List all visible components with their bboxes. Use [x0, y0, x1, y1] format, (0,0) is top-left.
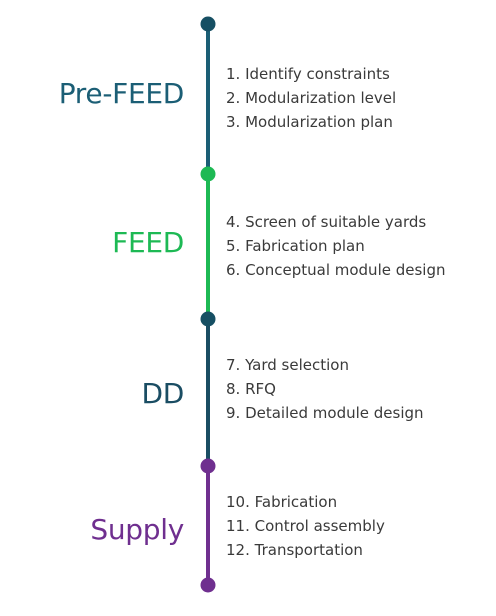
step-item: 3. Modularization plan: [226, 113, 393, 131]
step-list-pre-feed: 1. Identify constraints 2. Modularizatio…: [226, 62, 396, 134]
step-item: 12. Transportation: [226, 541, 363, 559]
step-item: 9. Detailed module design: [226, 404, 424, 422]
timeline-node-feed: [200, 166, 216, 182]
step-item: 10. Fabrication: [226, 493, 338, 511]
step-item: 1. Identify constraints: [226, 65, 390, 83]
timeline-node-dd: [200, 311, 216, 327]
step-item: 6. Conceptual module design: [226, 261, 446, 279]
step-list-feed: 4. Screen of suitable yards 5. Fabricati…: [226, 210, 446, 282]
step-item: 8. RFQ: [226, 380, 276, 398]
step-list-dd: 7. Yard selection 8. RFQ 9. Detailed mod…: [226, 353, 424, 425]
step-item: 4. Screen of suitable yards: [226, 213, 427, 231]
phase-label-pre-feed: Pre-FEED: [58, 77, 185, 110]
phase-label-feed: FEED: [112, 226, 184, 259]
step-item: 11. Control assembly: [226, 517, 385, 535]
step-list-supply: 10. Fabrication 11. Control assembly 12.…: [226, 490, 385, 562]
timeline-node-supply: [200, 458, 216, 474]
timeline-node-end: [200, 577, 216, 593]
phase-label-dd: DD: [141, 377, 184, 410]
step-item: 2. Modularization level: [226, 89, 397, 107]
timeline-node-start: [200, 16, 216, 32]
step-item: 7. Yard selection: [226, 356, 349, 374]
step-item: 5. Fabrication plan: [226, 237, 365, 255]
phase-label-supply: Supply: [90, 513, 184, 546]
